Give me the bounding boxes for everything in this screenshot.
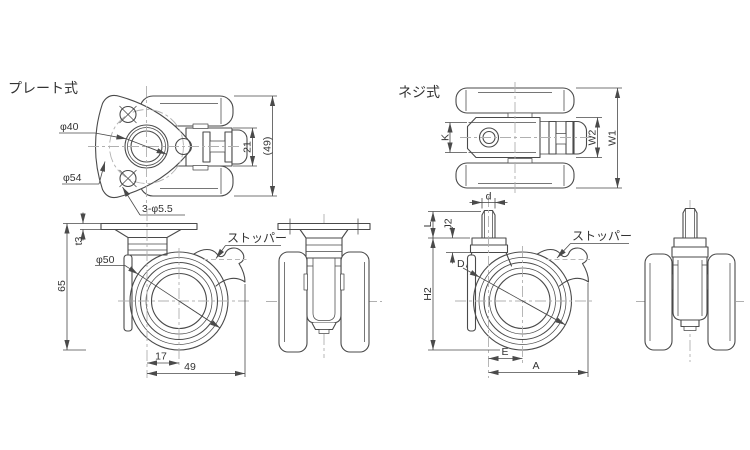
dim-L-extension-lines: [428, 211, 481, 239]
dim-phi50-arrow2: [178, 300, 221, 329]
dim-phi50-label: φ50: [96, 254, 115, 266]
dim-A-label: A: [532, 360, 539, 372]
center-housing: [672, 256, 708, 321]
stopper-leader: [556, 243, 571, 259]
dim-t3-label: t3: [73, 236, 85, 245]
dim-49p-label: (49): [262, 137, 274, 156]
screw-type-front-view: [636, 200, 744, 362]
bracket-cap: [231, 129, 248, 165]
dim-21-label: 21: [242, 141, 254, 153]
dim-J2-label: J2: [443, 218, 455, 229]
dim-D-leader: [462, 267, 480, 278]
plate-center-lines: [88, 86, 242, 204]
dim-L-label: L: [422, 221, 434, 227]
dim-65-label: 65: [56, 280, 68, 292]
wheel-left: [644, 253, 673, 351]
screw-type-top-view: ネジ式 K W2 W1: [398, 82, 622, 194]
plate-taper: [114, 228, 182, 239]
threaded-stem: [682, 207, 698, 239]
wheel-sidewall-lines: [649, 263, 731, 341]
dim-49-label: 49: [184, 361, 196, 373]
mounting-plate-edge: [100, 222, 198, 231]
axle-bar-left: [202, 131, 211, 163]
thread-lines: [685, 208, 695, 238]
stem-nut: [673, 237, 707, 248]
plate-type-top-view: プレート式 φ40 φ54 3-φ5.5 21: [8, 80, 277, 216]
dim-W1-extension-lines: [576, 87, 622, 189]
kingpin-tip: [683, 326, 697, 331]
dim-phi40-leader: [94, 132, 127, 140]
dim-holes-leader: [122, 186, 141, 216]
dim-17-label: 17: [155, 351, 167, 363]
stem-flange: [671, 246, 709, 258]
plate-type-front-view: [266, 214, 382, 358]
center-lines: [460, 82, 592, 194]
dim-holes-label: 3-φ5.5: [142, 203, 173, 215]
kingpin-bottom: [680, 319, 700, 328]
stopper-label-right: ストッパー: [572, 229, 632, 243]
dim-phi40-arrow2: [146, 146, 167, 155]
housing-inner-lines: [307, 258, 341, 321]
hole-cross-marks: [119, 105, 137, 188]
thread-hole-outer: [478, 127, 500, 148]
dim-phi54-leader: [98, 161, 106, 185]
stopper-lever: [536, 247, 590, 287]
screw-type-label: ネジ式: [398, 84, 440, 100]
hub-boss-bottom: [507, 158, 533, 164]
swivel-stem: [127, 236, 168, 256]
dim-W1-label: W1: [607, 130, 619, 146]
plate-type-side-view: t3 65 φ50 17 49 ストッパー: [56, 210, 287, 378]
axle-bar-right: [224, 131, 233, 163]
wheel-right: [707, 253, 736, 351]
bracket-tab-top: [192, 123, 209, 129]
dim-phi54-label: φ54: [63, 172, 82, 184]
dim-d-label: d: [486, 191, 492, 203]
stem-nut: [471, 237, 507, 246]
axle-bump-left: [303, 273, 308, 291]
plate-taper: [299, 228, 349, 239]
thread-lines: [484, 210, 493, 238]
screw-type-side-view: d L J2 H2 D E A ストッパー: [422, 191, 632, 378]
stopper-leader: [215, 245, 226, 259]
wheel-tread-lines: [160, 98, 222, 194]
housing-inner-lines: [673, 260, 707, 316]
plate-hole-marks: [289, 218, 359, 235]
dim-H2-label: H2: [422, 287, 434, 301]
dim-K-label: K: [440, 134, 452, 141]
bracket-tab-bottom: [192, 165, 209, 171]
center-lines: [455, 196, 592, 378]
plate-type-label: プレート式: [8, 80, 78, 96]
kingpin-tip: [318, 329, 330, 334]
wheel-left: [278, 251, 308, 353]
hub-boss-top: [507, 112, 533, 118]
wheel-tread-lines: [465, 90, 565, 186]
center-lines: [118, 210, 250, 378]
mounting-plate-edge: [277, 222, 371, 231]
dim-W2-label: W2: [587, 129, 599, 145]
dim-phi40-label: φ40: [60, 121, 79, 133]
axle-connector: [555, 133, 567, 145]
dim-E-label: E: [501, 346, 508, 358]
dim-49p-extension-lines: [234, 95, 277, 197]
wheel-sidewall-lines: [284, 262, 365, 342]
swivel-body-boss-lines: [468, 122, 536, 153]
stem-flange: [469, 244, 509, 254]
stem-detail-lines: [128, 243, 167, 251]
dim-D-arrow2: [522, 300, 566, 326]
center-housing: [306, 257, 342, 324]
dim-t3-extension-lines: [63, 223, 101, 230]
mount-hole-top: [119, 105, 137, 124]
mount-hole-bottom: [119, 169, 137, 188]
kingpin-bottom: [311, 322, 337, 331]
dim-D-label: D: [457, 258, 465, 270]
swivel-stem: [305, 237, 343, 259]
stopper-label-left: ストッパー: [227, 231, 287, 245]
dim-phi50-leader: [124, 265, 139, 275]
axle-bump-right: [340, 273, 345, 291]
stem-detail-lines: [306, 244, 342, 252]
